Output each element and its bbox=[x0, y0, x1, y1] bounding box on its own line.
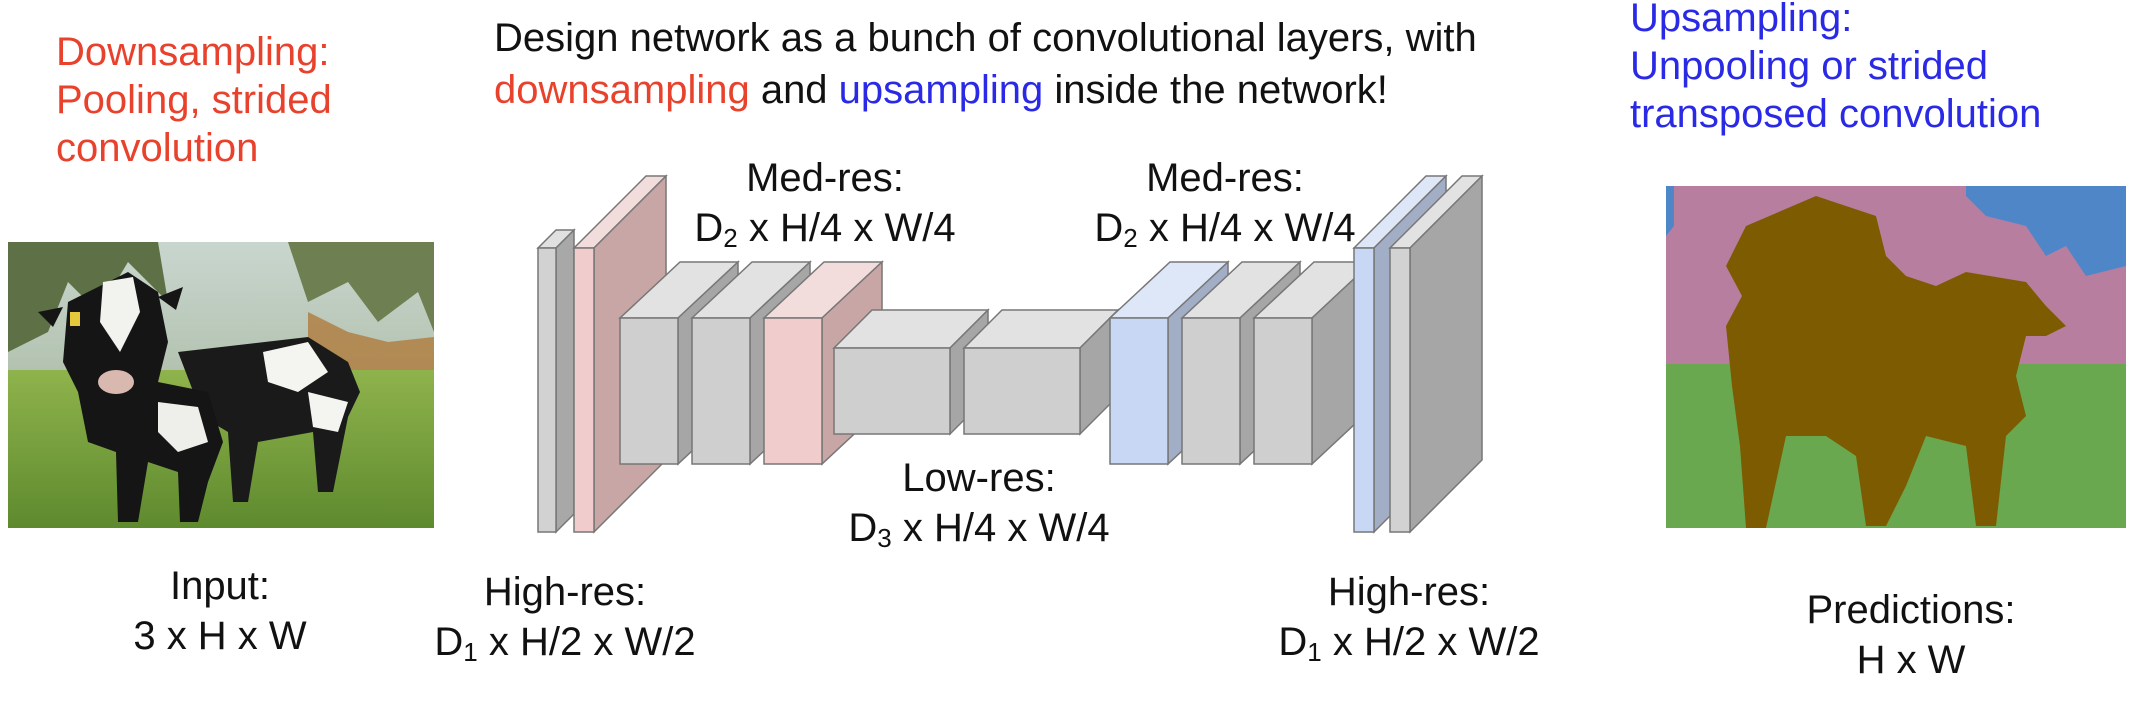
upsampling-line2: transposed convolution bbox=[1630, 92, 2042, 136]
heading-upsampling: upsampling bbox=[838, 68, 1044, 112]
downsampling-title: Downsampling: bbox=[56, 30, 330, 74]
lowres-dims: D3 x H/4 x W/4 bbox=[834, 504, 1124, 562]
layer-lowres-2 bbox=[962, 308, 1120, 436]
lowres-title: Low-res: bbox=[902, 456, 1056, 500]
input-dims: 3 x H x W bbox=[133, 614, 307, 658]
downsampling-line1: Pooling, strided bbox=[56, 78, 332, 122]
medres-right-d: D bbox=[1094, 206, 1124, 250]
medres-left-rest: x H/4 x W/4 bbox=[737, 206, 956, 250]
heading-line1: Design network as a bunch of convolution… bbox=[494, 16, 1477, 60]
layer-medres-right-1 bbox=[1108, 260, 1230, 466]
medres-right-dims: D2 x H/4 x W/4 bbox=[1080, 204, 1370, 262]
upsampling-title: Upsampling: bbox=[1630, 0, 1853, 40]
prediction-segmentation-svg bbox=[1666, 186, 2126, 528]
highres-right-sub: 1 bbox=[1307, 637, 1322, 667]
predictions-title: Predictions: bbox=[1806, 588, 2016, 632]
lowres-d: D bbox=[848, 506, 878, 550]
medres-left-dims: D2 x H/4 x W/4 bbox=[680, 204, 970, 262]
predictions-dims: H x W bbox=[1856, 638, 1966, 682]
layer-medres-left-2 bbox=[690, 260, 812, 466]
medres-left-sub: 2 bbox=[723, 223, 738, 253]
layer-highres-left-2 bbox=[572, 174, 668, 534]
highres-right-title: High-res: bbox=[1327, 570, 1491, 614]
medres-right-rest: x H/4 x W/4 bbox=[1137, 206, 1356, 250]
lowres-sub: 3 bbox=[877, 523, 892, 553]
layer-highres-left-1 bbox=[536, 228, 576, 534]
input-cow-image-svg bbox=[8, 242, 434, 528]
input-title: Input: bbox=[169, 564, 271, 608]
prediction-segmentation-image bbox=[1666, 186, 2126, 528]
layer-medres-left-3 bbox=[762, 260, 884, 466]
input-cow-image bbox=[8, 242, 434, 528]
highres-right-rest: x H/2 x W/2 bbox=[1321, 620, 1540, 664]
lowres-rest: x H/4 x W/4 bbox=[891, 506, 1110, 550]
heading-downsampling: downsampling bbox=[494, 68, 750, 112]
layer-lowres-1 bbox=[832, 308, 990, 436]
upsampling-line1: Unpooling or strided bbox=[1630, 44, 1988, 88]
heading-line2: downsampling and upsampling inside the n… bbox=[494, 64, 1388, 116]
layer-highres-right-2 bbox=[1388, 174, 1484, 534]
layer-medres-right-3 bbox=[1252, 260, 1374, 466]
medres-left-d: D bbox=[694, 206, 724, 250]
medres-right-sub: 2 bbox=[1123, 223, 1138, 253]
highres-left-rest: x H/2 x W/2 bbox=[477, 620, 696, 664]
medres-right-title: Med-res: bbox=[1146, 156, 1304, 200]
heading-and: and bbox=[749, 68, 839, 112]
highres-left-dims: D1 x H/2 x W/2 bbox=[420, 618, 710, 676]
layer-medres-left-1 bbox=[618, 260, 740, 466]
highres-left-d: D bbox=[434, 620, 464, 664]
medres-left-title: Med-res: bbox=[746, 156, 904, 200]
highres-left-sub: 1 bbox=[463, 637, 478, 667]
highres-left-title: High-res: bbox=[483, 570, 647, 614]
highres-right-dims: D1 x H/2 x W/2 bbox=[1264, 618, 1554, 676]
heading-rest: inside the network! bbox=[1043, 68, 1388, 112]
highres-right-d: D bbox=[1278, 620, 1308, 664]
downsampling-line2: convolution bbox=[56, 126, 259, 170]
layer-medres-right-2 bbox=[1180, 260, 1302, 466]
